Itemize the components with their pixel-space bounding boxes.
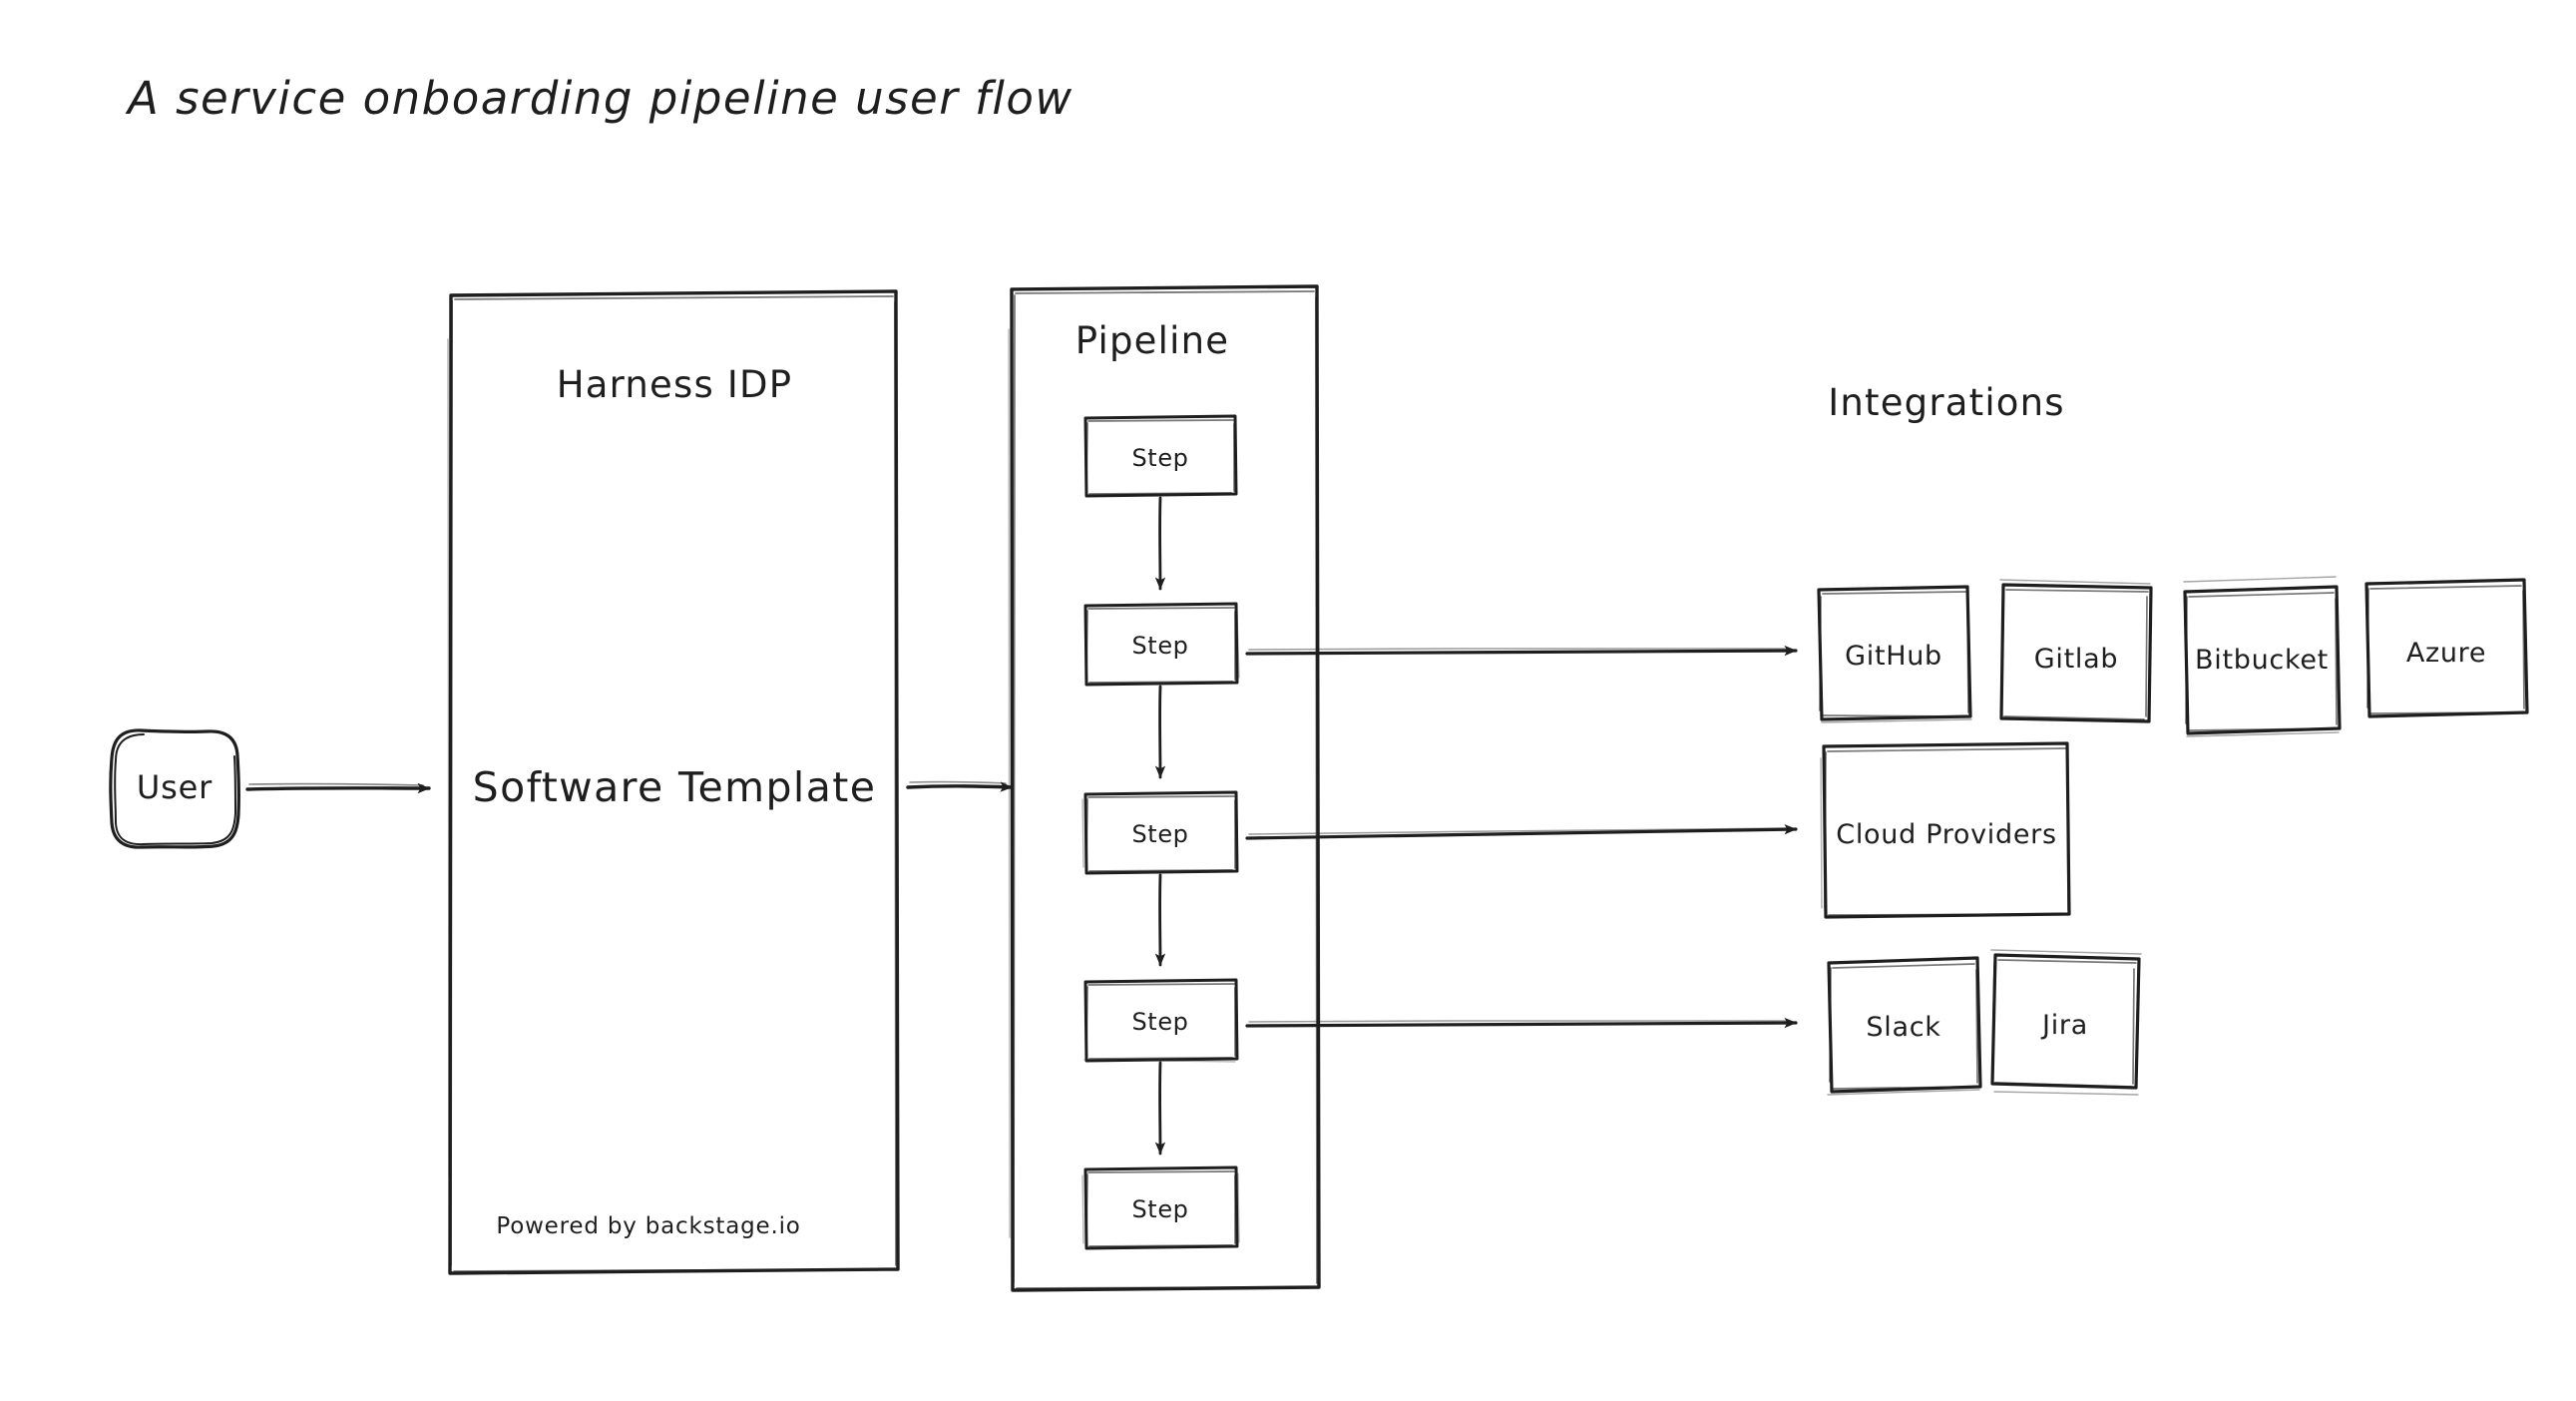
connector-step3-to-cloud [1245,823,1798,840]
connector-user-to-idp [245,782,431,794]
integration-box-cloud-providers[interactable] [1820,741,2071,919]
pipeline-step-box-4[interactable] [1083,978,1239,1063]
pipeline-step-label-1: Step [1131,444,1189,472]
integration-box-slack[interactable] [1827,956,1982,1096]
pipeline-container-shape[interactable] [1008,284,1321,1292]
backstage-footer-label: Powered by backstage.io [496,1213,801,1239]
integration-label-bitbucket: Bitbucket [2195,645,2329,676]
pipeline-step-label-3: Step [1131,820,1189,848]
integration-label-github: GitHub [1845,641,1942,672]
integration-box-bitbucket[interactable] [2183,576,2342,737]
pipeline-step-box-2[interactable] [1083,602,1240,687]
pipeline-container-title: Pipeline [1074,319,1230,362]
user-node-shape[interactable] [109,728,241,849]
pipeline-step-label-5: Step [1131,1195,1189,1223]
connector-idp-to-pipeline [906,780,1014,792]
integration-box-jira[interactable] [1990,949,2142,1096]
integration-label-azure: Azure [2405,638,2487,669]
pipeline-step-box-1[interactable] [1083,414,1238,498]
pipeline-step-box-3[interactable] [1081,790,1239,875]
integrations-title: Integrations [1828,381,2065,424]
pipeline-step-label-2: Step [1131,632,1189,660]
idp-container-shape[interactable] [447,289,900,1275]
integration-box-gitlab[interactable] [1999,579,2153,723]
integration-label-jira: Jira [2042,1010,2088,1041]
integration-label-gitlab: Gitlab [2033,644,2119,675]
integration-label-cloud-providers: Cloud Providers [1836,819,2057,850]
pipeline-step-box-5[interactable] [1081,1166,1240,1250]
integration-label-slack: Slack [1866,1012,1941,1043]
software-template-label: Software Template [472,763,877,811]
idp-container-title: Harness IDP [556,363,793,406]
connector-step4-to-tools [1245,1017,1798,1029]
user-node-label: User [136,768,214,806]
integration-box-azure[interactable] [2364,578,2529,718]
page-title: A service onboarding pipeline user flow [128,72,1073,125]
pipeline-step-label-4: Step [1131,1008,1189,1036]
connector-step2-to-scm [1245,645,1798,657]
integration-box-github[interactable] [1817,585,1972,723]
